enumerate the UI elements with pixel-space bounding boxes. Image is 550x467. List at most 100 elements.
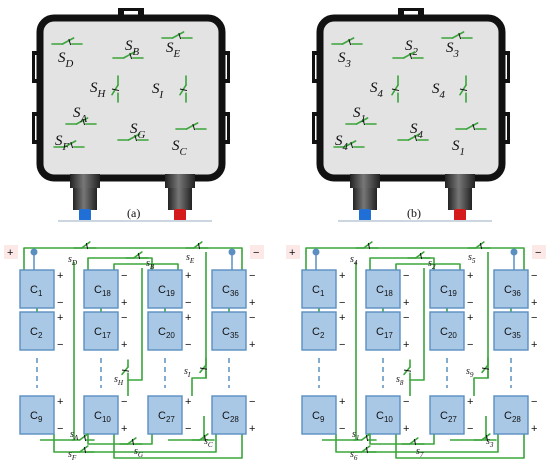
cell-polarity: − <box>121 270 127 282</box>
battery-cell: C9+− <box>19 395 63 435</box>
caption-b: (b) <box>407 206 421 220</box>
cell-polarity: − <box>121 396 127 408</box>
positive-terminal: + <box>286 245 320 270</box>
battery-cell: C17−+ <box>83 311 127 351</box>
circuit-switch <box>121 359 130 381</box>
battery-cell: C36−+ <box>211 269 255 309</box>
caption-a: (a) <box>127 206 140 220</box>
cell-polarity: − <box>467 339 473 351</box>
cell-body <box>147 311 183 351</box>
circuit-switch-label: s5 <box>468 252 476 265</box>
cell-polarity: + <box>403 297 409 309</box>
battery-cell: C35− + <box>493 311 537 351</box>
cell-label: C28 <box>504 410 521 424</box>
cell-polarity: + <box>467 270 473 282</box>
box-switch-label: S2 <box>405 38 419 58</box>
circuit-switch <box>73 241 97 250</box>
cell-polarity: − <box>185 339 191 351</box>
cell-polarity: − <box>403 396 409 408</box>
cell-label: C18 <box>94 284 111 298</box>
circuit-switch-label: sF <box>68 449 77 462</box>
cell-body <box>365 269 401 309</box>
cell-polarity: − <box>339 339 345 351</box>
junction-box-a <box>32 8 230 222</box>
circuit-switch-label: s3 <box>486 436 494 449</box>
cell-label: C18 <box>376 284 393 298</box>
cell-polarity: + <box>531 297 537 309</box>
box-switch-label: SE <box>166 40 181 60</box>
cell-body <box>365 395 401 435</box>
cell-body <box>211 395 247 435</box>
circuit-switch <box>481 357 490 379</box>
cell-polarity: − <box>403 270 409 282</box>
cell-label: C9 <box>30 410 43 424</box>
circuit-switch-label: sA <box>70 429 79 442</box>
circuit-switch <box>185 241 209 250</box>
cell-polarity: + <box>249 297 255 309</box>
cable-plug-red-a <box>174 209 186 221</box>
cell-polarity: − <box>249 396 255 408</box>
box-switch <box>392 51 424 60</box>
cell-body <box>83 395 119 435</box>
battery-cell: C10−+ <box>365 395 409 435</box>
cell-label: C36 <box>504 284 521 298</box>
cell-label: C19 <box>440 284 457 298</box>
circuit-switch <box>403 359 412 381</box>
cell-body <box>19 269 55 309</box>
cell-label: C1 <box>30 284 43 298</box>
cell-polarity: − <box>57 339 63 351</box>
battery-cell: C19 + − <box>429 269 473 309</box>
circuit-switch <box>191 433 215 442</box>
battery-cell: C19+− <box>147 269 191 309</box>
box-switch <box>397 133 429 142</box>
cable-plug-blue-b <box>359 209 371 221</box>
battery-cell: C28−+ <box>211 395 255 435</box>
circuit-switch <box>119 437 143 446</box>
box-switch <box>455 122 487 131</box>
cell-polarity: − <box>339 297 345 309</box>
box-switch-label: S4 <box>410 121 424 141</box>
box-switch-label: S3 <box>446 40 460 60</box>
box-switch-label: SF <box>55 133 70 153</box>
cell-polarity: − <box>121 312 127 324</box>
cell-polarity: − <box>531 396 537 408</box>
battery-cell: C9+− <box>301 395 345 435</box>
box-switch-label: SI <box>152 81 165 101</box>
cell-body <box>147 395 183 435</box>
circuit-switch <box>199 357 208 379</box>
box-switch <box>391 75 400 103</box>
cell-label: C35 <box>504 326 521 340</box>
box-switch <box>345 117 377 126</box>
cell-body <box>301 269 337 309</box>
cell-polarity: + <box>531 423 537 435</box>
box-switch-label: S4 <box>335 133 349 153</box>
cell-polarity: − <box>531 312 537 324</box>
negative-sign: − <box>253 247 259 259</box>
cell-polarity: + <box>531 339 537 351</box>
box-switch-label: S1 <box>353 105 366 125</box>
cell-body <box>301 395 337 435</box>
battery-cell: C20+− <box>147 311 191 351</box>
box-switch-label: SD <box>58 50 74 70</box>
circuit-switch-label: s4 <box>350 254 358 267</box>
circuit-switch-label: sD <box>68 254 78 267</box>
circuit-switch <box>401 437 425 446</box>
cell-body <box>83 269 119 309</box>
battery-cell: C2+− <box>19 311 63 351</box>
circuit-switch-label: sC <box>204 436 213 449</box>
cell-polarity: − <box>467 297 473 309</box>
battery-cell: C27+− <box>429 395 473 435</box>
cell-polarity: − <box>185 423 191 435</box>
cell-label: C19 <box>158 284 175 298</box>
battery-cell: C20+− <box>429 311 473 351</box>
cell-label: C27 <box>440 410 457 424</box>
box-switch <box>53 140 85 149</box>
circuit-switch <box>125 251 149 260</box>
cell-body <box>429 269 465 309</box>
cell-polarity: − <box>57 297 63 309</box>
positive-terminal: + <box>4 245 38 270</box>
cell-label: C2 <box>312 326 325 340</box>
